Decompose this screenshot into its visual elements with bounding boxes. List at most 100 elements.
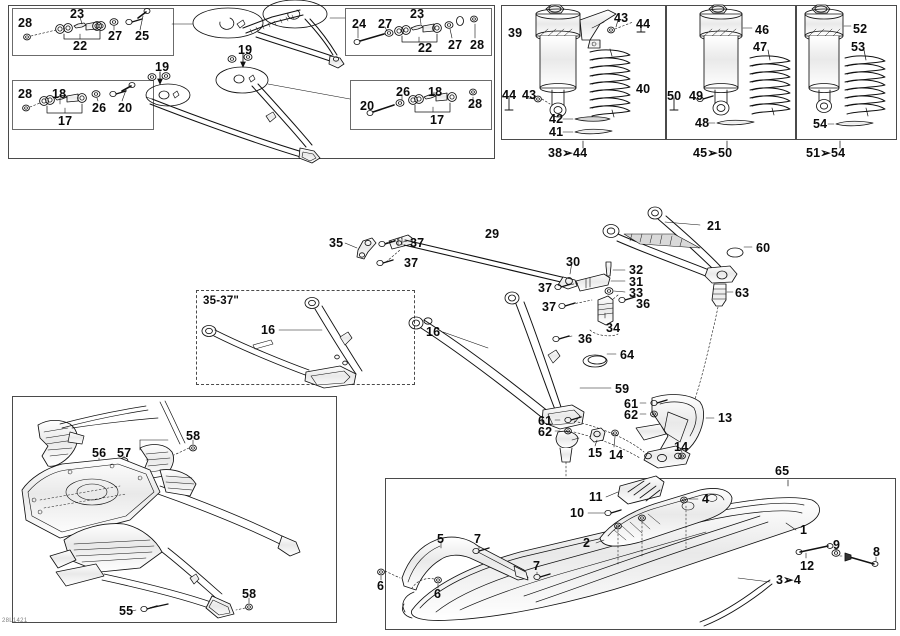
callout-16-inset: 16: [261, 323, 276, 337]
callout-20: 20: [118, 101, 133, 115]
callout-22: 22: [73, 39, 88, 53]
callout-32: 32: [629, 263, 644, 277]
callout-17: 17: [58, 114, 73, 128]
callout-37-d: 37: [542, 300, 557, 314]
panel-shock-group-b: [665, 5, 797, 140]
callout-44: 44: [636, 17, 651, 31]
shock-absorber-a: [504, 4, 646, 149]
callout-12: 12: [800, 559, 815, 573]
callout-44-b: 44: [502, 88, 517, 102]
callout-41: 41: [549, 125, 564, 139]
callout-58: 58: [186, 429, 201, 443]
callout-19: 19: [238, 43, 253, 57]
panel-inset-bottom-right: [350, 80, 492, 130]
callout-37-b: 37: [404, 256, 419, 270]
callout-9: 9: [833, 538, 841, 552]
panel-ski: [385, 478, 896, 630]
group-label-45-50: 45➢50: [693, 146, 733, 160]
callout-28-c: 28: [18, 87, 33, 101]
callout-60: 60: [756, 241, 771, 255]
callout-11: 11: [589, 490, 603, 504]
panel-top-assembly: [8, 5, 495, 159]
callout-54: 54: [813, 117, 828, 131]
callout-36-b: 36: [578, 332, 593, 346]
callout-53: 53: [851, 40, 866, 54]
callout-29: 29: [485, 227, 500, 241]
callout-14-b: 14: [674, 440, 689, 454]
callout-5: 5: [437, 532, 445, 546]
callout-37: 37: [410, 236, 425, 250]
callout-27-b: 27: [378, 17, 393, 31]
callout-10: 10: [570, 506, 585, 520]
callout-26: 26: [92, 101, 107, 115]
callout-59: 59: [615, 382, 630, 396]
callout-56: 56: [92, 446, 107, 460]
panel-inset-top-left: [12, 8, 174, 56]
callout-28-b: 28: [470, 38, 485, 52]
callout-33: 33: [629, 286, 644, 300]
watermark-code: 28L1421: [2, 618, 28, 624]
callout-6-b: 6: [434, 587, 442, 601]
callout-13: 13: [718, 411, 733, 425]
inset-tr-parts: [353, 15, 478, 45]
callout-50: 50: [667, 89, 682, 103]
callout-62-b: 62: [538, 425, 553, 439]
callout-28: 28: [18, 16, 33, 30]
lower-a-arm-16: [408, 291, 617, 479]
callout-37-c: 37: [538, 281, 553, 295]
callout-19-b: 19: [155, 60, 170, 74]
callout-35: 35: [329, 236, 344, 250]
upper-a-arm-21: [602, 206, 753, 403]
callout-42: 42: [549, 112, 564, 126]
callout-8: 8: [873, 545, 881, 559]
inset-tl-parts: [23, 8, 151, 41]
callout-1: 1: [800, 523, 808, 537]
callout-36: 36: [636, 297, 651, 311]
spindle-13: [554, 394, 715, 469]
callout-3-4: 3➢4: [776, 573, 801, 587]
callout-18-b: 18: [428, 85, 443, 99]
group-label-38-44: 38➢44: [548, 146, 588, 160]
inset-bl-parts: [22, 82, 136, 114]
callout-2: 2: [583, 536, 591, 550]
ski-assembly-art: [377, 475, 879, 627]
callout-27-c: 27: [448, 38, 463, 52]
callout-46: 46: [755, 23, 770, 37]
callout-61-b: 61: [538, 414, 553, 428]
callout-6: 6: [377, 579, 385, 593]
callout-52: 52: [853, 22, 868, 36]
callout-4: 4: [702, 492, 710, 506]
callout-14: 14: [609, 448, 624, 462]
inset-aarm-art: [201, 297, 363, 389]
callout-7-b: 7: [533, 559, 541, 573]
callout-22-b: 22: [418, 41, 433, 55]
callout-25: 25: [135, 29, 150, 43]
panel-chassis: [12, 396, 337, 623]
callout-39: 39: [508, 26, 523, 40]
top-center-swaybar-assembly: [145, 0, 351, 164]
callout-15: 15: [588, 446, 603, 460]
callout-49: 49: [689, 89, 704, 103]
callout-43: 43: [614, 11, 629, 25]
callout-63: 63: [735, 286, 750, 300]
callout-57: 57: [117, 446, 132, 460]
callout-62: 62: [624, 408, 639, 422]
callout-16: 16: [426, 325, 441, 339]
group-label-51-54: 51➢54: [806, 146, 846, 160]
callout-43-b: 43: [522, 88, 537, 102]
panel-shock-group-c: [795, 5, 897, 140]
callout-31: 31: [629, 275, 644, 289]
callout-23-b: 23: [410, 7, 425, 21]
panel-shock-group-a: [501, 5, 667, 140]
callout-24: 24: [352, 17, 367, 31]
chassis-assembly-art: [21, 400, 301, 619]
panel-inset-top-right: [345, 8, 492, 56]
callout-27: 27: [108, 29, 123, 43]
inset-title-35-37: 35-37": [203, 295, 240, 307]
callout-58-b: 58: [242, 587, 257, 601]
sway-bar-29-assembly: [344, 234, 636, 337]
callout-7: 7: [474, 532, 482, 546]
callout-23: 23: [70, 7, 85, 21]
shock-absorber-b: [669, 4, 791, 149]
